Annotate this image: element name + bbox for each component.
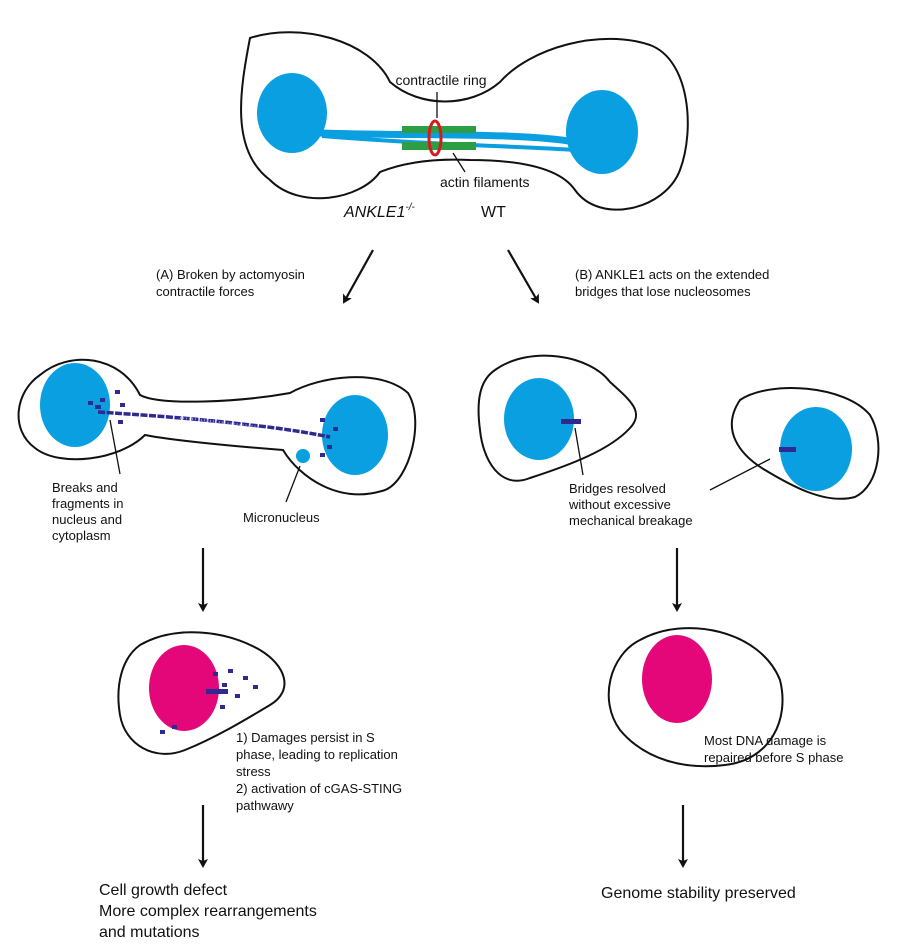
actin-filaments-pointer	[452, 152, 466, 173]
repaired-nucleus	[642, 635, 712, 723]
breaks-label-line2: fragments in	[52, 496, 124, 511]
breaks-label-line3: nucleus and	[52, 512, 122, 527]
consequence-line1: 1) Damages persist in S	[236, 730, 375, 745]
dna-fragment	[95, 405, 101, 409]
consequence-line5: pathwawy	[236, 798, 294, 813]
arrow-to-path-a	[343, 249, 374, 304]
repair-label-line2: repaired before S phase	[704, 750, 843, 765]
dna-fragment	[320, 418, 325, 422]
resolved-pointer-left	[574, 427, 584, 476]
dna-fragment	[100, 398, 105, 402]
right-nucleus	[566, 90, 638, 174]
outcome-a-line3: and mutations	[99, 924, 200, 941]
resolved-right-nucleus	[780, 407, 852, 491]
dna-fragment	[118, 420, 123, 424]
resolved-bridge-stub	[779, 447, 796, 452]
broken-cell-right-nucleus	[322, 395, 388, 475]
breaks-label-line4: cytoplasm	[52, 528, 111, 543]
resolved-left-nucleus	[504, 378, 574, 460]
consequence-line3: stress	[236, 764, 271, 779]
resolved-label-line2: without excessive	[568, 497, 671, 512]
wt-genotype-label: WT	[481, 204, 506, 221]
contractile-ring-label: contractile ring	[395, 72, 486, 88]
broken-dna-bridge-faint	[179, 417, 261, 428]
dividing-cell-outline	[240, 31, 689, 211]
micronucleus-label: Micronucleus	[243, 510, 320, 525]
dna-fragment	[220, 705, 225, 709]
dna-fragment	[160, 730, 165, 734]
outcome-a-line1: Cell growth defect	[99, 882, 228, 899]
dna-fragment	[235, 694, 240, 698]
path-a-title-line1: (A) Broken by actomyosin	[156, 267, 305, 282]
breaks-pointer	[109, 419, 121, 475]
dna-fragment	[88, 401, 93, 405]
dna-fragment	[327, 445, 332, 449]
micronucleus-pointer	[285, 465, 301, 503]
mutant-genotype-label: ANKLE1-/-	[343, 202, 415, 221]
dna-fragment	[115, 390, 120, 394]
micronucleus	[296, 449, 310, 463]
path-a-title-line2: contractile forces	[156, 284, 255, 299]
resolved-label-line1: Bridges resolved	[569, 481, 666, 496]
arrow-to-path-b	[507, 249, 539, 304]
path-b-title-line2: bridges that lose nucleosomes	[575, 284, 751, 299]
resolved-label-line3: mechanical breakage	[569, 513, 693, 528]
consequence-line4: 2) activation of cGAS-STING	[236, 781, 402, 796]
repaired-s-phase-cell	[607, 627, 784, 768]
dna-fragment	[120, 403, 125, 407]
dividing-cell: contractile ring actin filaments	[240, 31, 689, 211]
broken-cell-left-nucleus	[40, 363, 110, 447]
damaged-s-phase-cell	[117, 631, 286, 755]
dna-fragment	[172, 725, 177, 729]
resolved-bridge-stub	[561, 419, 581, 424]
outcome-b: Genome stability preserved	[601, 885, 796, 902]
contractile-ring	[427, 119, 443, 157]
breaks-label-line1: Breaks and	[52, 480, 118, 495]
outcome-a-line2: More complex rearrangements	[99, 903, 317, 920]
actin-filaments-label: actin filaments	[440, 174, 529, 190]
dna-fragment	[253, 685, 258, 689]
broken-bridge-cell	[17, 358, 417, 503]
dna-fragment	[222, 683, 227, 687]
dna-fragment	[320, 453, 325, 457]
dna-fragment	[213, 672, 218, 676]
dna-fragment	[333, 427, 338, 431]
persistent-damage-bar	[206, 689, 228, 694]
dna-fragment	[228, 669, 233, 673]
repair-label-line1: Most DNA damage is	[704, 733, 827, 748]
chromatin-bridge	[319, 129, 576, 146]
left-nucleus	[257, 73, 327, 153]
consequence-line2: phase, leading to replication	[236, 747, 398, 762]
path-b-title-line1: (B) ANKLE1 acts on the extended	[575, 267, 769, 282]
damaged-nucleus	[149, 645, 219, 731]
resolved-daughter-cells	[477, 354, 880, 500]
resolved-pointer-right	[709, 458, 771, 491]
dna-fragment	[243, 676, 248, 680]
